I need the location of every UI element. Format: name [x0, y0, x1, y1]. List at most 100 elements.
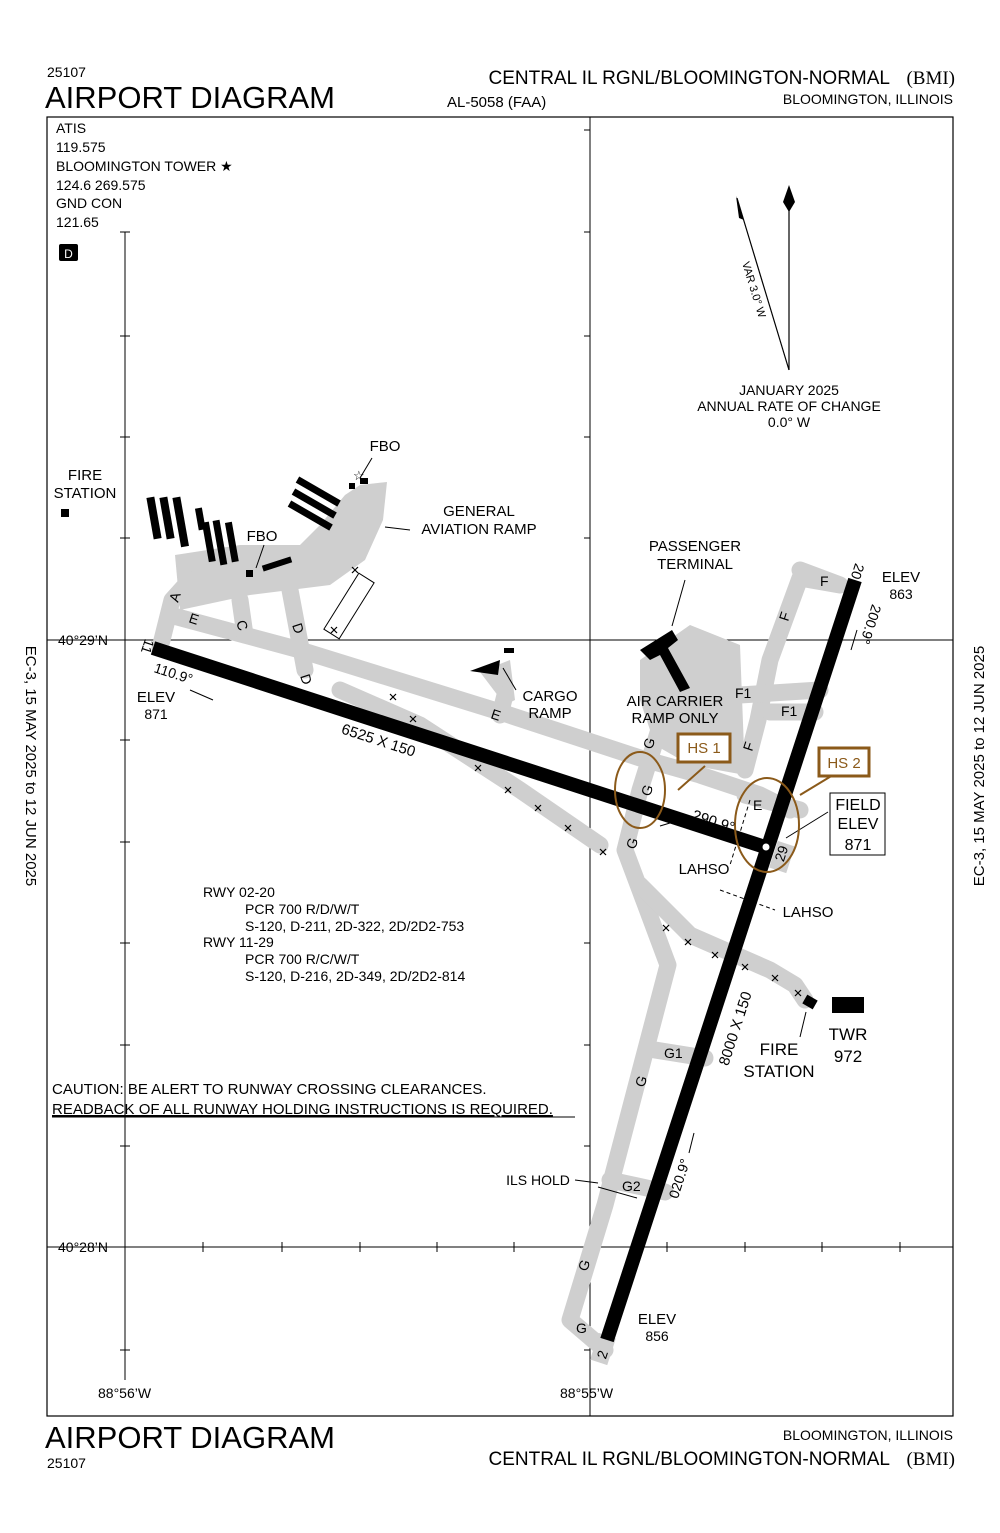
runway-end-11: 11 [138, 637, 158, 656]
freq-line: 119.575 [56, 139, 106, 155]
longitude-label: 88°55’W [560, 1385, 614, 1401]
fire-station-east-building [802, 994, 818, 1010]
chart-title: AIRPORT DIAGRAM [45, 80, 335, 115]
freq-line: 121.65 [56, 214, 99, 230]
lahso-label: LAHSO [783, 904, 834, 921]
leader-lines [189, 457, 858, 1184]
deice-badge [59, 244, 78, 261]
fire-station-label: STATION [743, 1062, 814, 1081]
fire-station-label: FIRE [68, 467, 102, 484]
runway-02-20 [600, 577, 862, 1343]
runway-end-20: 20 [848, 562, 868, 582]
taxiway-cargo [491, 686, 514, 724]
variation-rate-label: ANNUAL RATE OF CHANGE [697, 398, 881, 414]
hold-x-mark [711, 951, 719, 959]
fire-station-label: STATION [54, 485, 117, 502]
hot-spot-2-badge [817, 746, 871, 778]
fire-station-west-building [61, 509, 69, 517]
footer-airport-ident: (BMI) [906, 1449, 955, 1470]
fbo-star-icon: ☆ [353, 468, 365, 483]
ga-ramp-label: AVIATION RAMP [421, 521, 536, 538]
taxiway-d [281, 581, 314, 679]
terminal-building [640, 630, 690, 692]
taxiway-label: F [820, 573, 829, 589]
hot-spot-1-badge [676, 732, 732, 764]
freq-line: 124.6 269.575 [56, 177, 146, 193]
variation-rate: 0.0° W [768, 414, 811, 430]
longitude-label: 88°56’W [98, 1385, 152, 1401]
lahso-lines [597, 799, 776, 1199]
taxiway-label: G [638, 783, 657, 798]
hold-marks [330, 566, 802, 997]
ils-hold-label: ILS HOLD [506, 1172, 570, 1188]
runway-pcr-info: RWY 02-20 PCR 700 R/D/W/T S-120, D-211, … [203, 884, 465, 984]
hold-x-mark [389, 693, 397, 701]
taxiway-a [151, 571, 199, 657]
hot-spot-2-label: HS 2 [827, 755, 860, 772]
runway-11-29 [150, 641, 771, 855]
cargo-ramp-label: CARGO [522, 688, 577, 705]
taxiway-f1-upper [731, 681, 829, 704]
field-elev-box [829, 792, 886, 856]
hold-x-mark [564, 824, 572, 832]
hold-x-mark [662, 924, 670, 932]
hold-x-mark [741, 963, 749, 971]
north-arrow-icon [736, 185, 795, 371]
hold-x-mark [534, 804, 542, 812]
taxiway-f [736, 561, 849, 779]
variation-date: JANUARY 2025 [739, 382, 839, 398]
chart-id: AL-5058 (FAA) [447, 94, 546, 111]
elev-value: 863 [889, 586, 913, 602]
hold-x-mark [330, 626, 338, 634]
hold-x-mark [794, 989, 802, 997]
info-line: RWY 11-29 [203, 934, 274, 950]
magnetic-variation: VAR 3.0° W [739, 260, 768, 320]
taxiway-labels: A E C D D E G G G F F F1 F1 F E G1 G G2 … [166, 573, 829, 1336]
tower-label: TWR [829, 1025, 868, 1044]
fire-station-label: FIRE [760, 1040, 799, 1059]
freq-line: GND CON [56, 195, 122, 211]
elev-value: 871 [144, 706, 168, 722]
hold-x-mark [684, 938, 692, 946]
fbo-label: FBO [370, 438, 401, 455]
info-line: PCR 700 R/D/W/T [245, 901, 360, 917]
frequency-block: ATIS 119.575 BLOOMINGTON TOWER ★ 124.6 2… [56, 120, 233, 230]
deice-badge-label: D [64, 247, 73, 261]
lahso-label: LAHSO [679, 861, 730, 878]
runway-end-29: 29 [771, 843, 791, 863]
footer-city: BLOOMINGTON, ILLINOIS [783, 1427, 953, 1443]
taxiway-label: E [753, 797, 762, 813]
taxiway-label: D [289, 621, 307, 636]
terminal-label: TERMINAL [657, 556, 733, 573]
footer-title: AIRPORT DIAGRAM [45, 1420, 335, 1455]
grid-ticks [120, 129, 901, 1351]
field-elev-label: ELEV [838, 816, 879, 833]
taxiway-fire [631, 876, 814, 1009]
cargo-building [470, 660, 500, 675]
elev-value: 856 [645, 1328, 669, 1344]
tower-building [832, 997, 864, 1013]
info-line: RWY 02-20 [203, 884, 275, 900]
freq-line: BLOOMINGTON TOWER ★ [56, 158, 233, 174]
field-elev-value: 871 [845, 837, 872, 854]
elev-label: ELEV [882, 569, 920, 586]
field-elev-point [762, 843, 770, 851]
info-line: PCR 700 R/C/W/T [245, 951, 360, 967]
fbo-label: FBO [247, 528, 278, 545]
hot-spot-1-ellipse [614, 751, 666, 829]
taxiway-label: G [576, 1320, 587, 1336]
airport-ident: (BMI) [906, 68, 955, 89]
air-carrier-label: AIR CARRIER [627, 693, 724, 710]
air-carrier-label: RAMP ONLY [632, 710, 719, 727]
elev-label: ELEV [137, 689, 175, 706]
taxiway-label: G [640, 736, 659, 751]
runway-29-stub [769, 840, 795, 874]
hold-x-mark [409, 715, 417, 723]
airport-name: CENTRAL IL RGNL/BLOOMINGTON-NORMAL [488, 68, 890, 89]
taxiway-label: G [575, 1258, 594, 1273]
info-line: S-120, D-216, 2D-349, 2D/2D2-814 [245, 968, 465, 984]
chart-frame [46, 116, 954, 1417]
terminal-label: PASSENGER [649, 538, 741, 555]
footer-airport-name: CENTRAL IL RGNL/BLOOMINGTON-NORMAL [488, 1449, 890, 1470]
hold-x-mark [351, 566, 359, 574]
